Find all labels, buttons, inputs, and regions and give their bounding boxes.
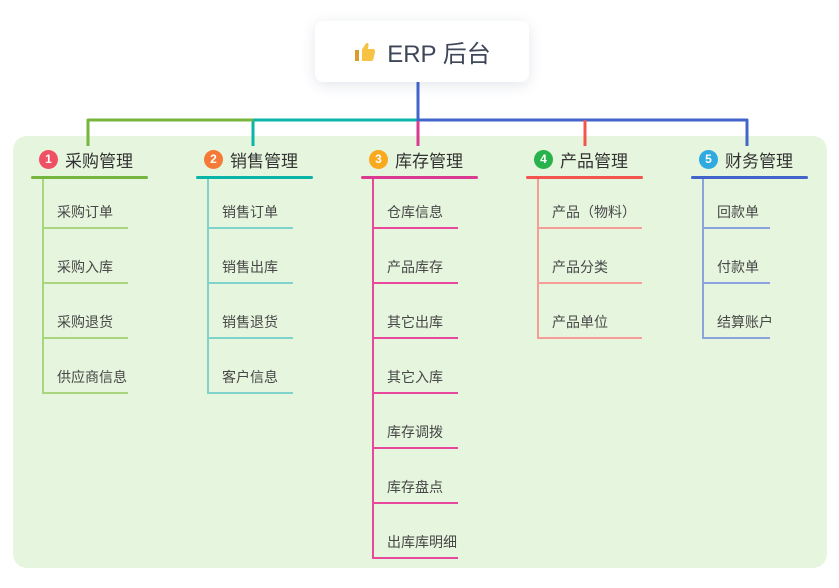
child-node[interactable]: 产品单位: [539, 284, 656, 339]
branch-number-badge: 5: [699, 149, 718, 169]
child-node[interactable]: 产品库存: [374, 229, 491, 284]
child-node[interactable]: 采购订单: [44, 179, 161, 229]
branch-label: 财务管理: [725, 151, 793, 171]
branch-sales-node[interactable]: 2 销售管理: [204, 146, 326, 172]
branch-children: 回款单 付款单 结算账户: [702, 179, 821, 339]
child-node[interactable]: 产品分类: [539, 229, 656, 284]
child-label: 其它入库: [387, 369, 443, 385]
child-node[interactable]: 付款单: [704, 229, 821, 284]
child-node[interactable]: 采购退货: [44, 284, 161, 339]
child-node[interactable]: 采购入库: [44, 229, 161, 284]
child-underline: [374, 282, 458, 284]
branch-number-badge: 2: [204, 149, 223, 169]
branch-purchase: 1 采购管理 采购订单 采购入库 采购退货 供应商信息: [31, 146, 161, 394]
child-underline: [539, 337, 642, 339]
branch-number-badge: 4: [534, 149, 553, 169]
child-underline: [539, 282, 642, 284]
branches-panel: [13, 136, 827, 568]
child-label: 销售出库: [222, 259, 278, 275]
branch-label: 采购管理: [65, 151, 133, 171]
branch-underline: [196, 176, 313, 179]
branch-children: 采购订单 采购入库 采购退货 供应商信息: [42, 179, 161, 394]
child-node[interactable]: 库存盘点: [374, 449, 491, 504]
child-underline: [374, 557, 458, 559]
branch-product: 4 产品管理 产品（物料） 产品分类 产品单位: [526, 146, 656, 339]
child-underline: [44, 282, 128, 284]
child-node[interactable]: 回款单: [704, 179, 821, 229]
root-node[interactable]: ERP 后台: [315, 21, 529, 82]
child-label: 采购入库: [57, 259, 113, 275]
child-node[interactable]: 供应商信息: [44, 339, 161, 394]
child-node[interactable]: 出库库明细: [374, 504, 491, 559]
child-underline: [704, 282, 770, 284]
child-label: 库存盘点: [387, 479, 443, 495]
child-underline: [539, 227, 642, 229]
child-underline: [209, 337, 293, 339]
branch-underline: [31, 176, 148, 179]
child-node[interactable]: 销售出库: [209, 229, 326, 284]
branch-number-badge: 3: [369, 149, 388, 169]
child-node[interactable]: 产品（物料）: [539, 179, 656, 229]
child-node[interactable]: 库存调拨: [374, 394, 491, 449]
branch-label: 产品管理: [560, 151, 628, 171]
branch-children: 产品（物料） 产品分类 产品单位: [537, 179, 656, 339]
child-label: 产品（物料）: [552, 204, 636, 220]
child-node[interactable]: 其它出库: [374, 284, 491, 339]
child-label: 销售订单: [222, 204, 278, 220]
child-underline: [44, 337, 128, 339]
branch-children: 仓库信息 产品库存 其它出库 其它入库 库存调拨 库存盘点 出库库明细: [372, 179, 491, 559]
branch-children: 销售订单 销售出库 销售退货 客户信息: [207, 179, 326, 394]
child-underline: [44, 392, 128, 394]
child-label: 出库库明细: [387, 534, 457, 550]
branch-label: 库存管理: [395, 151, 463, 171]
child-underline: [704, 227, 770, 229]
child-node[interactable]: 客户信息: [209, 339, 326, 394]
branch-finance: 5 财务管理 回款单 付款单 结算账户: [691, 146, 821, 339]
child-underline: [374, 392, 458, 394]
branch-label: 销售管理: [230, 151, 298, 171]
branch-sales: 2 销售管理 销售订单 销售出库 销售退货 客户信息: [196, 146, 326, 394]
child-underline: [374, 227, 458, 229]
child-label: 销售退货: [222, 314, 278, 330]
child-underline: [209, 282, 293, 284]
branch-underline: [526, 176, 643, 179]
child-underline: [374, 447, 458, 449]
branch-inventory-node[interactable]: 3 库存管理: [369, 146, 491, 172]
root-label: ERP 后台: [387, 41, 491, 68]
child-label: 供应商信息: [57, 369, 127, 385]
child-label: 产品分类: [552, 259, 608, 275]
child-underline: [44, 227, 128, 229]
child-node[interactable]: 仓库信息: [374, 179, 491, 229]
child-label: 采购退货: [57, 314, 113, 330]
branch-underline: [691, 176, 808, 179]
child-label: 产品库存: [387, 259, 443, 275]
branch-underline: [361, 176, 478, 179]
child-label: 结算账户: [717, 314, 773, 330]
branch-purchase-node[interactable]: 1 采购管理: [39, 146, 161, 172]
child-label: 仓库信息: [387, 204, 443, 220]
branch-product-node[interactable]: 4 产品管理: [534, 146, 656, 172]
child-underline: [209, 392, 293, 394]
child-node[interactable]: 其它入库: [374, 339, 491, 394]
child-underline: [209, 227, 293, 229]
child-label: 客户信息: [222, 369, 278, 385]
child-underline: [704, 337, 770, 339]
child-label: 产品单位: [552, 314, 608, 330]
child-underline: [374, 502, 458, 504]
child-label: 付款单: [717, 259, 759, 275]
child-label: 回款单: [717, 204, 759, 220]
branch-finance-node[interactable]: 5 财务管理: [699, 146, 821, 172]
child-label: 库存调拨: [387, 424, 443, 440]
branch-inventory: 3 库存管理 仓库信息 产品库存 其它出库 其它入库 库存调拨 库存盘点: [361, 146, 491, 559]
thumbs-up-icon: [355, 42, 376, 61]
branch-number-badge: 1: [39, 149, 58, 169]
child-label: 采购订单: [57, 204, 113, 220]
child-label: 其它出库: [387, 314, 443, 330]
child-underline: [374, 337, 458, 339]
child-node[interactable]: 销售退货: [209, 284, 326, 339]
child-node[interactable]: 结算账户: [704, 284, 821, 339]
child-node[interactable]: 销售订单: [209, 179, 326, 229]
